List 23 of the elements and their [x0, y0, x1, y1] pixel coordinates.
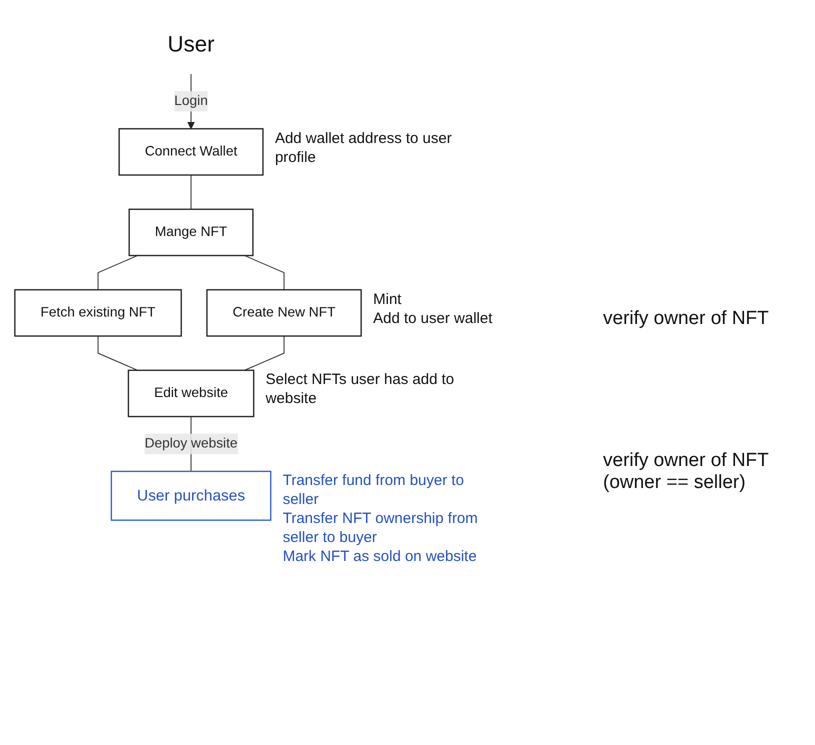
- edge-label: Deploy website: [144, 436, 238, 451]
- actor-label: User: [168, 31, 215, 57]
- note-text: Transfer fund from buyer to seller: [282, 471, 465, 510]
- edge-label: Login: [174, 94, 208, 108]
- process-box: Connect Wallet: [118, 128, 264, 176]
- note-text: Mint: [373, 290, 402, 309]
- note-text: Mark NFT as sold on website: [282, 547, 478, 566]
- process-box: Create New NFT: [206, 289, 362, 337]
- connector-line: [190, 174, 192, 210]
- note-text: verify owner of NFT (owner == seller): [603, 450, 770, 494]
- process-box: Fetch existing NFT: [14, 289, 182, 337]
- connector-line: [98, 336, 138, 371]
- connector-line: [98, 255, 138, 290]
- process-box: User purchases: [110, 470, 272, 521]
- note-text: verify owner of NFT: [603, 308, 770, 330]
- process-box: Edit website: [128, 370, 254, 418]
- note-text: Add to user wallet: [373, 308, 492, 328]
- note-text: Add wallet address to user profile: [274, 128, 453, 167]
- note-text: Transfer NFT ownership from seller to buyer: [282, 509, 479, 548]
- note-text: Select NFTs user has add to website: [266, 370, 456, 408]
- process-box: Mange NFT: [128, 208, 254, 256]
- connector-line: [244, 255, 284, 290]
- connector-line: [244, 336, 284, 371]
